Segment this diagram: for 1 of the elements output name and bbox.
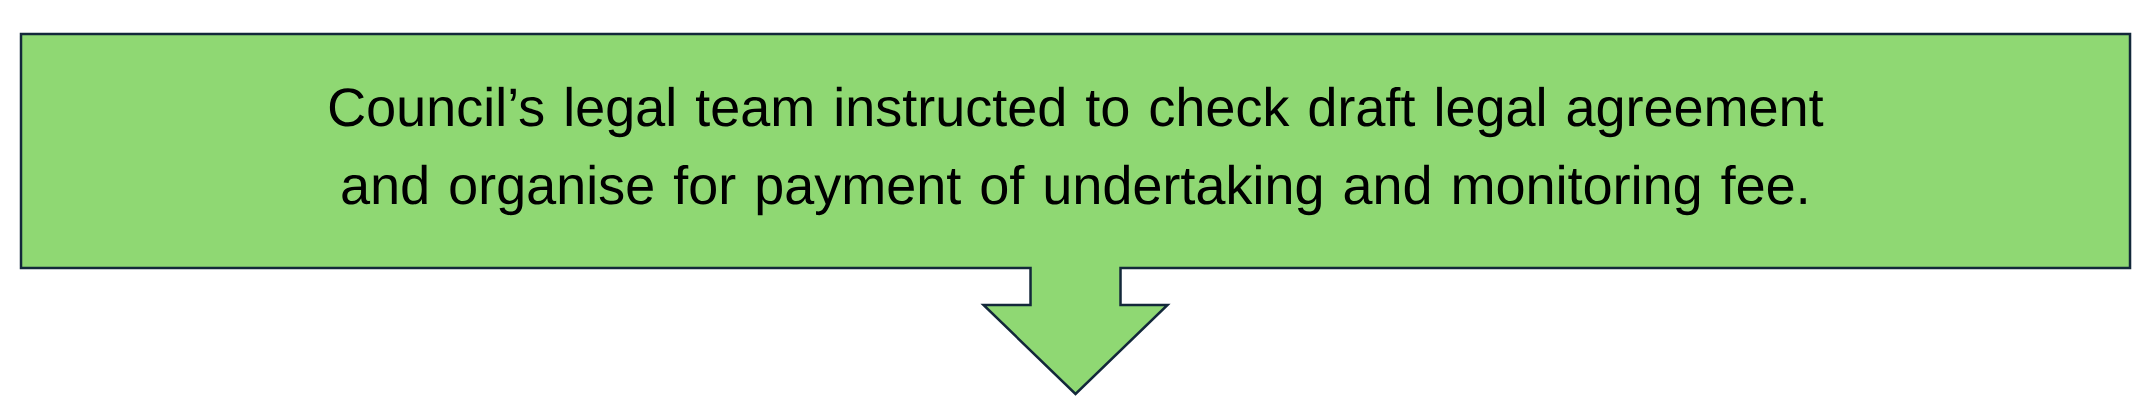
callout-box: Council’s legal team instructed to check draft legal agreement and organise for payment of undertaking and monitoring fee.: [19, 32, 2132, 396]
